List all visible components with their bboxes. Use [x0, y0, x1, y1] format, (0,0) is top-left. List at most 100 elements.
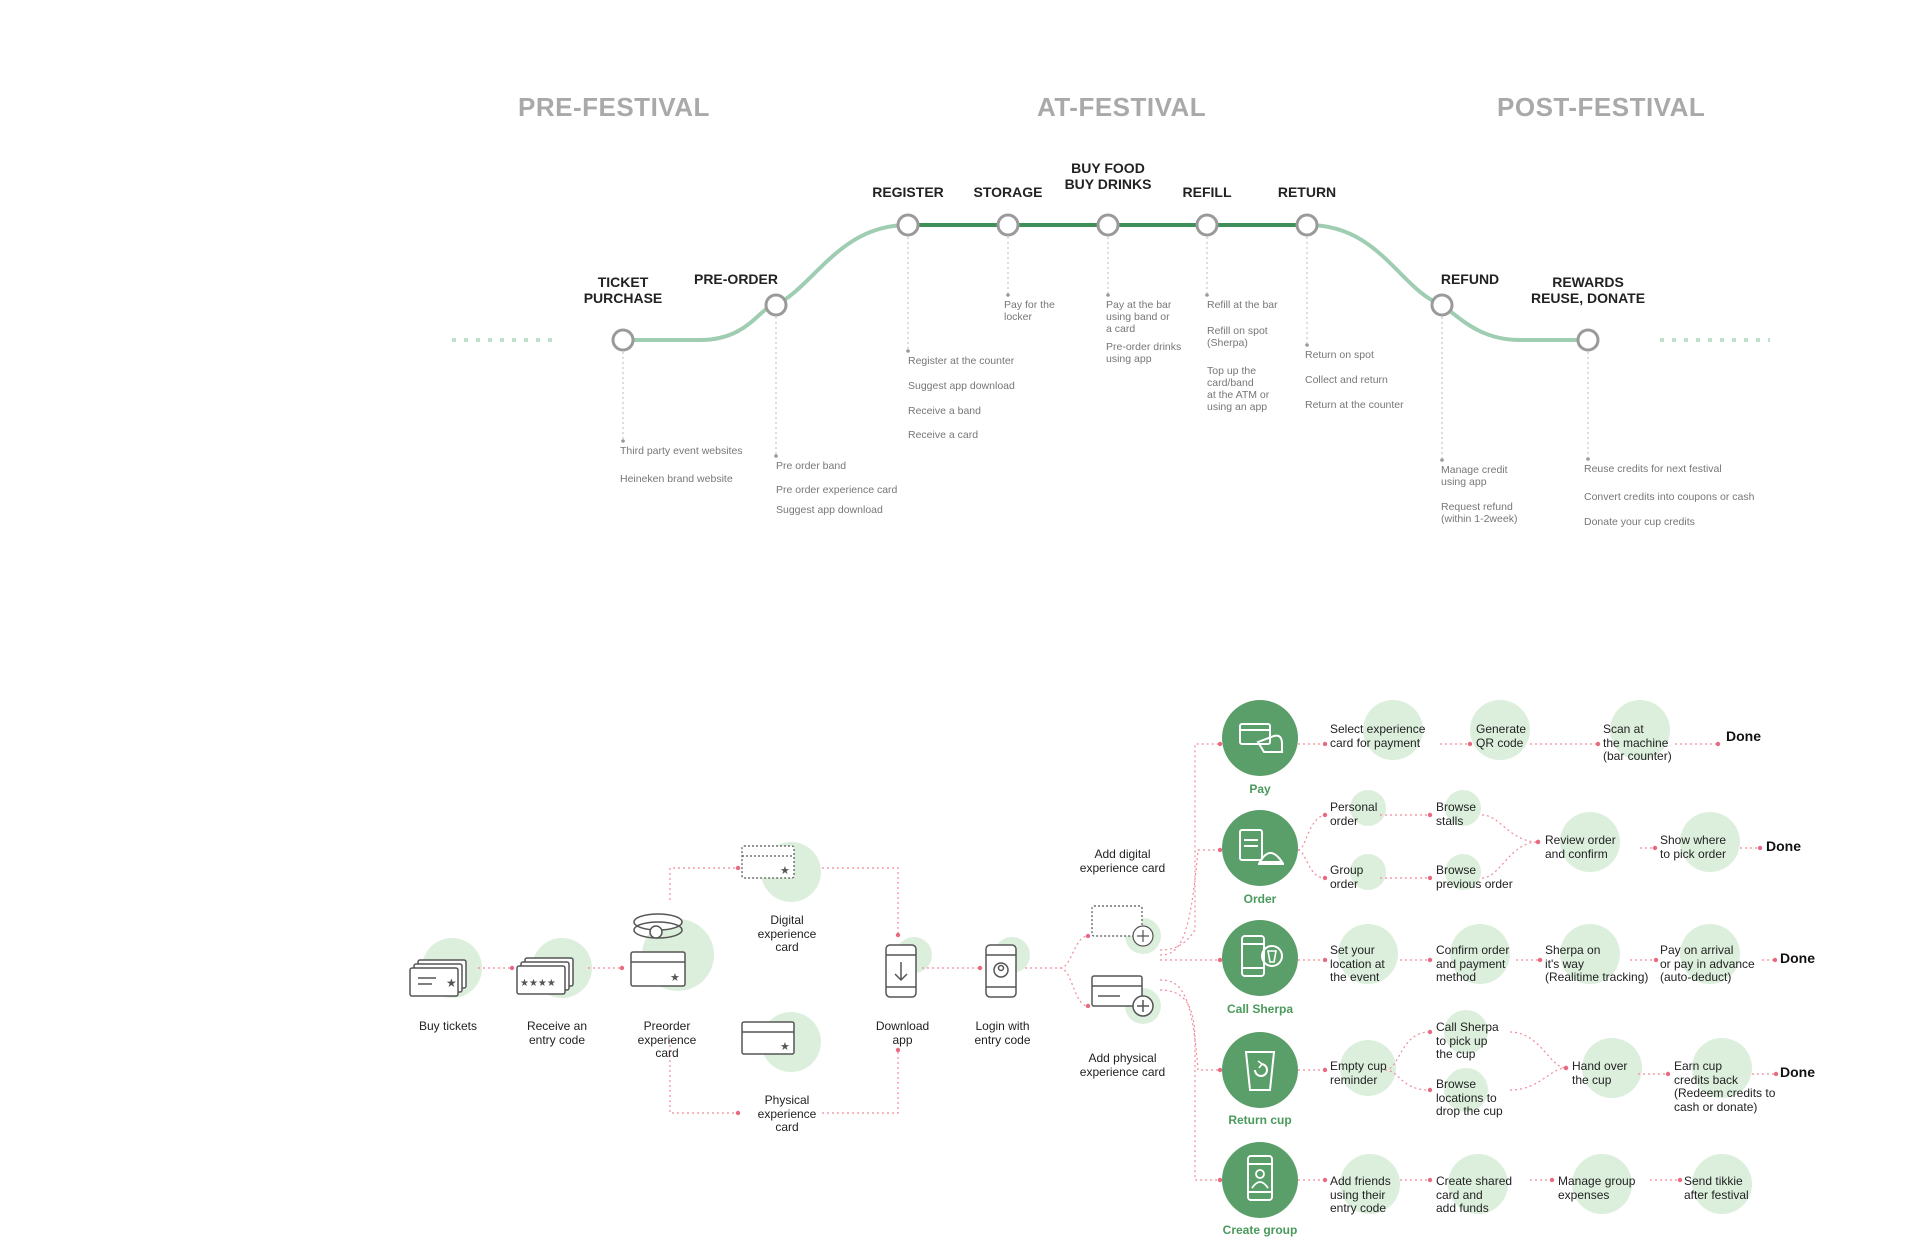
tickets-icon: ★ — [409, 959, 467, 997]
physical-card-icon: ★ — [741, 1021, 795, 1055]
band-and-card-icon: ★ — [630, 913, 686, 987]
sherpa-step-1: Set your location at the event — [1330, 943, 1385, 984]
category-label-call-sherpa: Call Sherpa — [1226, 1002, 1294, 1016]
category-circle-create-group[interactable] — [1222, 1142, 1298, 1218]
category-order[interactable] — [1222, 810, 1298, 886]
order-group: Group order — [1330, 863, 1364, 891]
order-browse-previous: Browse previous order — [1436, 863, 1513, 891]
connector-arrowhead-40 — [1427, 1177, 1433, 1183]
stage-node-refund[interactable] — [1430, 293, 1454, 317]
stage-node-return[interactable] — [1295, 213, 1319, 237]
connector-arrowhead-42 — [1677, 1177, 1683, 1183]
stage-dropline-dot-refund — [1440, 458, 1444, 462]
category-create-group[interactable] — [1222, 1142, 1298, 1218]
return-earn: Earn cup credits back (Redeem credits to… — [1674, 1059, 1776, 1114]
connector-10 — [1159, 743, 1220, 951]
stage-note-register-2: Suggest app download — [908, 380, 1015, 392]
order-show-where: Show where to pick order — [1660, 833, 1727, 861]
stage-note-rewards-reuse-donate-1: Reuse credits for next festival — [1584, 463, 1722, 475]
step-bubble-28 — [1340, 1154, 1400, 1214]
stage-note-register-4: Receive a card — [908, 429, 979, 441]
stage-label-pre-order: PRE-ORDER — [693, 271, 778, 287]
svg-text:★★★★: ★★★★ — [520, 978, 556, 989]
category-label-create-group: Create group — [1222, 1223, 1298, 1237]
step-bubble-24 — [1444, 1010, 1488, 1054]
stage-label-rewards-reuse-donate: REWARDS REUSE, DONATE — [1530, 274, 1646, 306]
stage-node-ticket-purchase[interactable] — [611, 328, 635, 352]
stage-note-ticket-purchase-2: Heineken brand website — [620, 473, 733, 485]
category-circle-call-sherpa[interactable] — [1222, 920, 1298, 996]
label-download-app: Download app — [875, 1019, 930, 1047]
stage-note-return-2: Collect and return — [1305, 374, 1388, 386]
connector-33 — [1384, 1031, 1431, 1071]
stage-note-register-1: Register at the counter — [908, 355, 1015, 367]
svg-text:★: ★ — [670, 972, 680, 984]
connector-8 — [1025, 935, 1089, 969]
stage-node-storage[interactable] — [996, 213, 1020, 237]
add-digital-card-icon — [1091, 905, 1154, 947]
add-physical-card-icon — [1091, 975, 1154, 1017]
stage-node-rewards-reuse-donate[interactable] — [1576, 328, 1600, 352]
step-bubble-25 — [1444, 1068, 1488, 1112]
stage-node-register[interactable] — [896, 213, 920, 237]
group-step-1: Add friends using their entry code — [1330, 1174, 1391, 1215]
group-step-2: Create shared card and add funds — [1436, 1174, 1513, 1215]
return-reminder: Empty cup reminder — [1330, 1059, 1387, 1087]
connector-arrowhead-25 — [1652, 845, 1658, 851]
connector-arrowhead-31 — [1772, 957, 1778, 963]
connector-arrowhead-9 — [1085, 1003, 1091, 1009]
login-phone-icon — [985, 944, 1017, 998]
connector-9 — [1059, 967, 1089, 1007]
stage-label-storage: STORAGE — [973, 184, 1043, 200]
phase-pre-festival: PRE-FESTIVAL — [518, 92, 710, 122]
label-preorder-card: Preorder experience card — [637, 1019, 697, 1060]
connector-36 — [1509, 1067, 1567, 1091]
connector-arrowhead-6 — [895, 1047, 901, 1053]
connector-34 — [1384, 1069, 1431, 1091]
connector-arrowhead-38 — [1773, 1071, 1779, 1077]
stage-node-pre-order[interactable] — [764, 293, 788, 317]
step-bubble-30 — [1572, 1154, 1632, 1214]
stage-note-ticket-purchase-1: Third party event websites — [620, 445, 743, 457]
sherpa-done: Done — [1780, 950, 1815, 966]
category-circle-pay[interactable] — [1222, 700, 1298, 776]
step-bubble-31 — [1692, 1154, 1752, 1214]
connector-arrowhead-21 — [1427, 812, 1433, 818]
call-sherpa-phone-icon — [1241, 935, 1283, 977]
step-bubble-12 — [1610, 700, 1670, 760]
stage-dropline-dot-refill — [1205, 293, 1209, 297]
stage-node-buy-food-buy-drinks[interactable] — [1096, 213, 1120, 237]
connector-arrowhead-30 — [1653, 957, 1659, 963]
category-return-cup[interactable] — [1222, 1032, 1298, 1108]
label-add-digital: Add digital experience card — [1079, 847, 1166, 875]
connector-arrowhead-29 — [1537, 957, 1543, 963]
connector-arrowhead-41 — [1549, 1177, 1555, 1183]
label-receive-code: Receive an entry code — [526, 1019, 588, 1047]
stage-dropline-dot-return — [1305, 343, 1309, 347]
order-done: Done — [1766, 838, 1801, 854]
connector-arrowhead-11 — [1217, 847, 1223, 853]
stage-label-register: REGISTER — [872, 184, 944, 200]
step-bubble-14 — [1350, 854, 1386, 890]
connector-arrowhead-3 — [735, 865, 741, 871]
return-browse-locations: Browse locations to drop the cup — [1436, 1077, 1503, 1118]
stage-node-refill[interactable] — [1195, 213, 1219, 237]
stage-note-buy-food-buy-drinks-2: Pre-order drinks using app — [1106, 341, 1182, 365]
pay-step-2: Generate QR code — [1476, 722, 1527, 750]
category-pay[interactable] — [1222, 700, 1298, 776]
category-circle-order[interactable] — [1222, 810, 1298, 886]
category-circle-return-cup[interactable] — [1222, 1032, 1298, 1108]
stage-note-refund-2: Request refund (within 1-2week) — [1441, 501, 1518, 525]
category-call-sherpa[interactable] — [1222, 920, 1298, 996]
connector-arrowhead-24 — [1535, 839, 1541, 845]
step-bubble-29 — [1448, 1154, 1508, 1214]
connector-arrowhead-20 — [1322, 875, 1328, 881]
stage-label-buy-food-buy-drinks: BUY FOOD BUY DRINKS — [1064, 160, 1152, 192]
connector-arrowhead-39 — [1322, 1177, 1328, 1183]
connector-arrowhead-10 — [1217, 741, 1223, 747]
stage-note-storage-1: Pay for the locker — [1004, 299, 1055, 323]
stage-note-refill-1: Refill at the bar — [1207, 299, 1278, 311]
pay-step-1: Select experience card for payment — [1330, 722, 1426, 750]
order-personal: Personal order — [1330, 800, 1378, 828]
